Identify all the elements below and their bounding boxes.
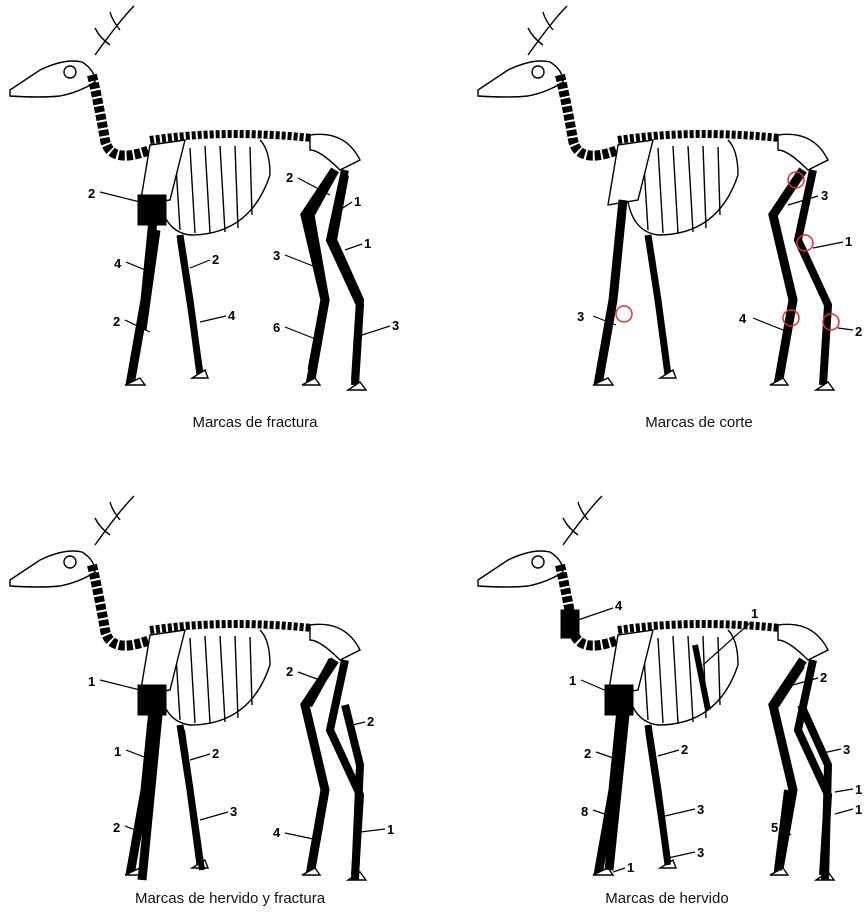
count-label: 2 (681, 742, 688, 757)
skeleton-deer-fracture: 2 2 1 4 2 3 1 2 4 6 3 (0, 0, 432, 440)
count-label: 4 (228, 308, 236, 323)
count-label: 2 (113, 820, 120, 835)
boiling-mark (561, 610, 579, 638)
panel-caption: Marcas de hervido y fractura (80, 890, 380, 907)
skeleton-deer-cut: 3 1 3 4 2 (433, 0, 865, 440)
panel-boiling-fracture: 1 2 2 1 2 2 3 4 1 Marcas de hervido y fr… (0, 460, 432, 920)
count-label: 2 (820, 670, 827, 685)
count-label: 2 (584, 746, 591, 761)
panel-cut: 3 1 3 4 2 Marcas de corte (433, 0, 865, 460)
count-label: 1 (88, 674, 95, 689)
count-label: 2 (855, 324, 862, 339)
count-label: 3 (821, 188, 828, 203)
count-label: 1 (364, 236, 371, 251)
boiling-fracture-mark (308, 660, 333, 705)
count-label: 3 (843, 742, 850, 757)
count-label: 1 (387, 822, 394, 837)
fracture-mark (138, 195, 166, 225)
count-label: 1 (751, 606, 758, 621)
boiling-fracture-mark (345, 705, 360, 880)
count-label: 3 (392, 318, 399, 333)
count-label: 3 (697, 845, 704, 860)
cut-mark-circle (616, 306, 632, 322)
count-label: 1 (845, 234, 852, 249)
fracture-mark (180, 240, 200, 370)
count-label: 3 (230, 804, 237, 819)
count-label: 2 (212, 252, 219, 267)
count-label: 1 (855, 782, 862, 797)
count-label: 2 (113, 314, 120, 329)
skeleton-deer-boiling: 4 1 1 2 2 2 3 3 8 3 1 1 5 1 (433, 460, 865, 900)
count-label: 3 (697, 802, 704, 817)
count-label: 1 (627, 860, 634, 875)
count-label: 1 (114, 744, 121, 759)
boiling-fracture-mark (138, 685, 166, 715)
panel-caption: Marcas de fractura (105, 414, 405, 431)
count-label: 4 (273, 825, 281, 840)
count-label: 4 (739, 311, 747, 326)
count-label: 4 (114, 256, 122, 271)
boiling-mark (605, 685, 633, 715)
count-label: 8 (581, 804, 588, 819)
count-label: 6 (273, 320, 280, 335)
boiling-fracture-mark (182, 730, 202, 870)
panel-fracture: 2 2 1 4 2 3 1 2 4 6 3 Marcas de fractura (0, 0, 432, 460)
panel-boiling: 4 1 1 2 2 2 3 3 8 3 1 1 5 1 Marcas de he… (433, 460, 865, 920)
count-label: 3 (273, 248, 280, 263)
skeleton-deer-boiling-fracture: 1 2 2 1 2 2 3 4 1 (0, 460, 432, 900)
count-label: 2 (286, 664, 293, 679)
panel-caption: Marcas de corte (549, 414, 849, 431)
count-label: 3 (577, 309, 584, 324)
count-label: 2 (286, 170, 293, 185)
count-label: 2 (367, 714, 374, 729)
count-label: 5 (771, 820, 778, 835)
count-label: 1 (855, 802, 862, 817)
count-label: 4 (615, 598, 623, 613)
count-label: 1 (569, 673, 576, 688)
boiling-mark (648, 730, 668, 865)
count-label: 2 (88, 186, 95, 201)
boiling-mark (775, 665, 801, 705)
count-label: 1 (354, 194, 361, 209)
panel-caption: Marcas de hervido (517, 890, 817, 907)
count-label: 2 (212, 746, 219, 761)
boiling-mark (801, 705, 828, 880)
